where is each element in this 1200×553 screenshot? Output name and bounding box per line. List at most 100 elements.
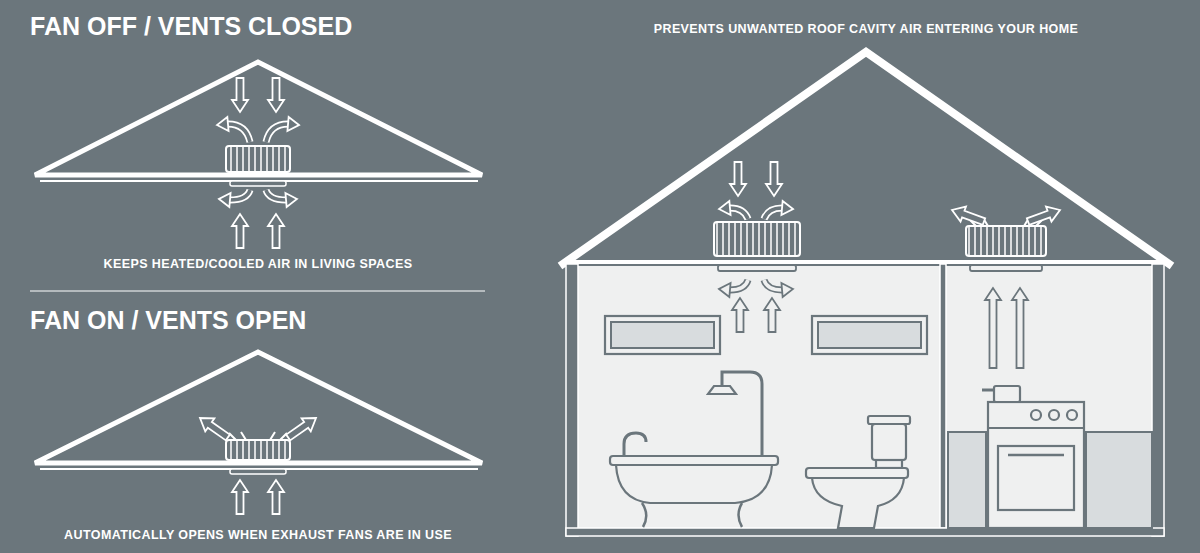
airflow-arrow-part xyxy=(228,124,250,142)
caption-note-box: AUTOMATICALLY OPENS WHEN EXHAUST FANS AR… xyxy=(20,525,496,543)
bathtub-part xyxy=(616,465,772,503)
airflow-arrow xyxy=(718,280,793,332)
airflow-arrow-part xyxy=(266,190,286,200)
roof-open-diagram-part xyxy=(35,352,482,463)
airflow-arrow-part xyxy=(764,280,782,290)
airflow-arrow-part xyxy=(218,192,230,207)
toilet-part xyxy=(868,416,910,424)
house-roof-part xyxy=(566,260,1164,264)
panel-heading: FAN ON / VENTS OPEN xyxy=(30,306,306,335)
airflow-arrow-part xyxy=(781,201,793,216)
house-rooms-part xyxy=(578,266,940,528)
bathtub-part xyxy=(624,433,646,456)
airflow-arrow-part xyxy=(764,208,782,219)
window-part xyxy=(605,316,720,354)
window xyxy=(605,316,927,354)
house-wall-part xyxy=(566,264,578,536)
stove-part xyxy=(994,386,1020,402)
airflow-arrow-part xyxy=(268,480,284,514)
stove xyxy=(982,386,1084,528)
airflow-arrow-part xyxy=(718,201,730,216)
airflow-arrow-part xyxy=(732,298,748,332)
airflow-arrow-part xyxy=(268,78,284,112)
roof-open-diagram xyxy=(35,352,482,469)
airflow-arrow-part xyxy=(764,208,782,219)
airflow-arrow-part xyxy=(266,124,288,142)
vent-open xyxy=(966,218,1046,271)
caption-note: KEEPS HEATED/COOLED AIR IN LIVING SPACES xyxy=(104,257,413,271)
house-wall-part xyxy=(940,264,946,528)
airflow-arrow-part xyxy=(730,208,748,219)
airflow-arrow xyxy=(216,78,299,248)
stove-part xyxy=(988,427,1084,429)
vent-open xyxy=(226,432,290,474)
shower-part xyxy=(708,386,736,394)
vent-closed xyxy=(226,146,290,186)
toilet-part xyxy=(876,460,902,468)
airflow-arrow xyxy=(195,411,320,514)
window-part xyxy=(812,316,927,354)
shower-part xyxy=(722,372,762,456)
caption-note-box: PREVENTS UNWANTED ROOF CAVITY AIR ENTERI… xyxy=(576,19,1156,37)
airflow-arrow-part xyxy=(766,162,782,196)
shower xyxy=(708,372,762,456)
airflow-arrow-part xyxy=(781,282,793,297)
caption-note: PREVENTS UNWANTED ROOF CAVITY AIR ENTERI… xyxy=(654,22,1079,36)
airflow-arrow-part xyxy=(287,117,299,132)
vent-closed-part xyxy=(718,265,796,271)
window-part xyxy=(818,322,921,348)
airflow-arrow-part xyxy=(216,117,228,132)
bathtub-part xyxy=(610,456,778,465)
airflow-arrow-part xyxy=(266,190,286,200)
kitchen-cabinet-part xyxy=(948,432,986,528)
house-roof-part xyxy=(560,52,1172,266)
toilet-part xyxy=(872,424,906,460)
house-roof xyxy=(560,52,1172,266)
vent-open-part xyxy=(966,226,1046,256)
roof-closed-diagram xyxy=(35,62,482,181)
vent-open-part xyxy=(226,440,290,460)
stove-part xyxy=(1031,410,1041,420)
toilet-part xyxy=(806,468,908,478)
house-wall-part xyxy=(1152,264,1164,536)
stove-part xyxy=(988,402,1084,528)
roof-closed-diagram-part xyxy=(35,62,482,175)
airflow-arrow-part xyxy=(730,280,748,290)
stove-part xyxy=(1049,410,1059,420)
window-part xyxy=(611,322,714,348)
kitchen-cabinet-part xyxy=(1086,432,1152,528)
airflow-arrow-part xyxy=(949,202,986,229)
airflow-arrow-part xyxy=(730,208,748,219)
house-rooms xyxy=(578,266,1152,528)
airflow-arrow-part xyxy=(230,190,250,200)
house-wall-part xyxy=(566,528,1164,536)
airflow-arrow xyxy=(949,202,1062,229)
airflow-arrow-part xyxy=(228,124,250,142)
stove-part xyxy=(998,446,1074,510)
panel-heading-box: FAN ON / VENTS OPEN xyxy=(30,306,500,335)
airflow-arrow-part xyxy=(232,214,248,248)
vent-open-part xyxy=(229,432,287,440)
airflow-arrow-part xyxy=(1025,202,1062,229)
vent-closed xyxy=(714,222,800,271)
airflow-arrow-part xyxy=(266,124,288,142)
stove-part xyxy=(982,389,994,392)
airflow-arrow-part xyxy=(232,78,248,112)
airflow-arrow-part xyxy=(764,298,780,332)
house-wall xyxy=(566,264,1164,536)
airflow-arrow-part xyxy=(284,411,321,444)
bathtub-part xyxy=(642,503,742,527)
toilet xyxy=(806,416,910,528)
airflow-arrow-part xyxy=(1012,288,1028,368)
airflow-arrow xyxy=(718,162,793,219)
airflow-arrow-part xyxy=(195,411,232,444)
panel-heading-box: FAN OFF / VENTS CLOSED xyxy=(30,12,500,41)
airflow-arrow-part xyxy=(268,214,284,248)
caption-note-box: KEEPS HEATED/COOLED AIR IN LIVING SPACES xyxy=(20,254,496,272)
airflow-arrow-part xyxy=(985,288,1001,368)
vent-closed-part xyxy=(714,222,800,256)
vent-closed-part xyxy=(230,181,286,186)
airflow-arrow-part xyxy=(730,162,746,196)
